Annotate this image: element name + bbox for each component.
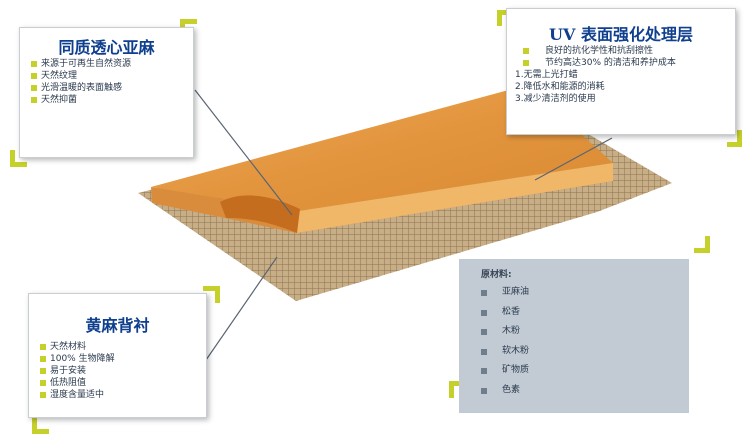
list-item: 天然材料 bbox=[39, 341, 206, 353]
feature-list: 天然材料 100% 生物降解 易于安装 低热阻值 湿度含量适中 bbox=[39, 341, 206, 401]
corner-bracket bbox=[10, 150, 27, 167]
list-item: 色素 bbox=[481, 381, 689, 401]
numbered-list: 1.无需上光打蜡 2.降低水和能源的消耗 3.减少清洁剂的使用 bbox=[515, 69, 735, 105]
list-item: 100% 生物降解 bbox=[39, 353, 206, 365]
corner-bracket bbox=[32, 417, 49, 434]
raw-materials-panel: 原材料: 亚麻油 松香 木粉 软木粉 矿物质 色素 bbox=[459, 259, 689, 413]
list-item: 易于安装 bbox=[39, 365, 206, 377]
feature-list: 良好的抗化学性和抗刮擦性 节约高达30% 的清洁和养护成本 bbox=[515, 45, 735, 69]
list-item: 3.减少清洁剂的使用 bbox=[515, 94, 596, 104]
list-item: 2.降低水和能源的消耗 bbox=[515, 82, 605, 92]
list-item: 低热阻值 bbox=[39, 377, 206, 389]
feature-list: 来源于可再生自然资源 天然纹理 光滑温暖的表面触感 天然抑菌 bbox=[30, 58, 193, 106]
list-item: 1.无需上光打蜡 bbox=[515, 70, 578, 80]
list-item: 良好的抗化学性和抗刮擦性 bbox=[515, 45, 735, 57]
corner-bracket bbox=[449, 381, 464, 398]
list-item: 节约高达30% 的清洁和养护成本 bbox=[515, 57, 735, 69]
homogeneous-linoleum-callout: 同质透心亚麻 来源于可再生自然资源 天然纹理 光滑温暖的表面触感 天然抑菌 bbox=[19, 27, 194, 158]
corner-bracket bbox=[203, 286, 220, 303]
materials-list: 亚麻油 松香 木粉 软木粉 矿物质 色素 bbox=[481, 283, 689, 401]
list-item: 亚麻油 bbox=[481, 283, 689, 303]
uv-coating-callout: UV 表面强化处理层 良好的抗化学性和抗刮擦性 节约高达30% 的清洁和养护成本… bbox=[506, 8, 736, 135]
list-item: 木粉 bbox=[481, 322, 689, 342]
leader-line-bottom-left bbox=[205, 256, 278, 361]
corner-bracket bbox=[497, 10, 512, 26]
callout-title: 同质透心亚麻 bbox=[58, 38, 155, 57]
list-item: 天然纹理 bbox=[30, 70, 193, 82]
cutaway-layer bbox=[220, 195, 300, 233]
list-item: 松香 bbox=[481, 303, 689, 323]
list-item: 软木粉 bbox=[481, 342, 689, 362]
leader-line-top-right bbox=[534, 137, 613, 181]
leader-line-top-left bbox=[194, 89, 293, 216]
callout-title: UV 表面强化处理层 bbox=[549, 25, 693, 44]
linoleum-top-surface bbox=[151, 85, 613, 211]
list-item: 来源于可再生自然资源 bbox=[30, 58, 193, 70]
list-item: 光滑温暖的表面触感 bbox=[30, 82, 193, 94]
list-item: 矿物质 bbox=[481, 361, 689, 381]
callout-title: 黄麻背衬 bbox=[85, 316, 150, 335]
panel-title: 原材料: bbox=[481, 270, 512, 280]
corner-bracket bbox=[727, 130, 742, 147]
linoleum-side-edge bbox=[297, 163, 613, 233]
list-item: 湿度含量适中 bbox=[39, 389, 206, 401]
jute-backing-callout: 黄麻背衬 天然材料 100% 生物降解 易于安装 低热阻值 湿度含量适中 bbox=[28, 293, 207, 418]
list-item: 天然抑菌 bbox=[30, 94, 193, 106]
corner-bracket bbox=[694, 236, 710, 253]
